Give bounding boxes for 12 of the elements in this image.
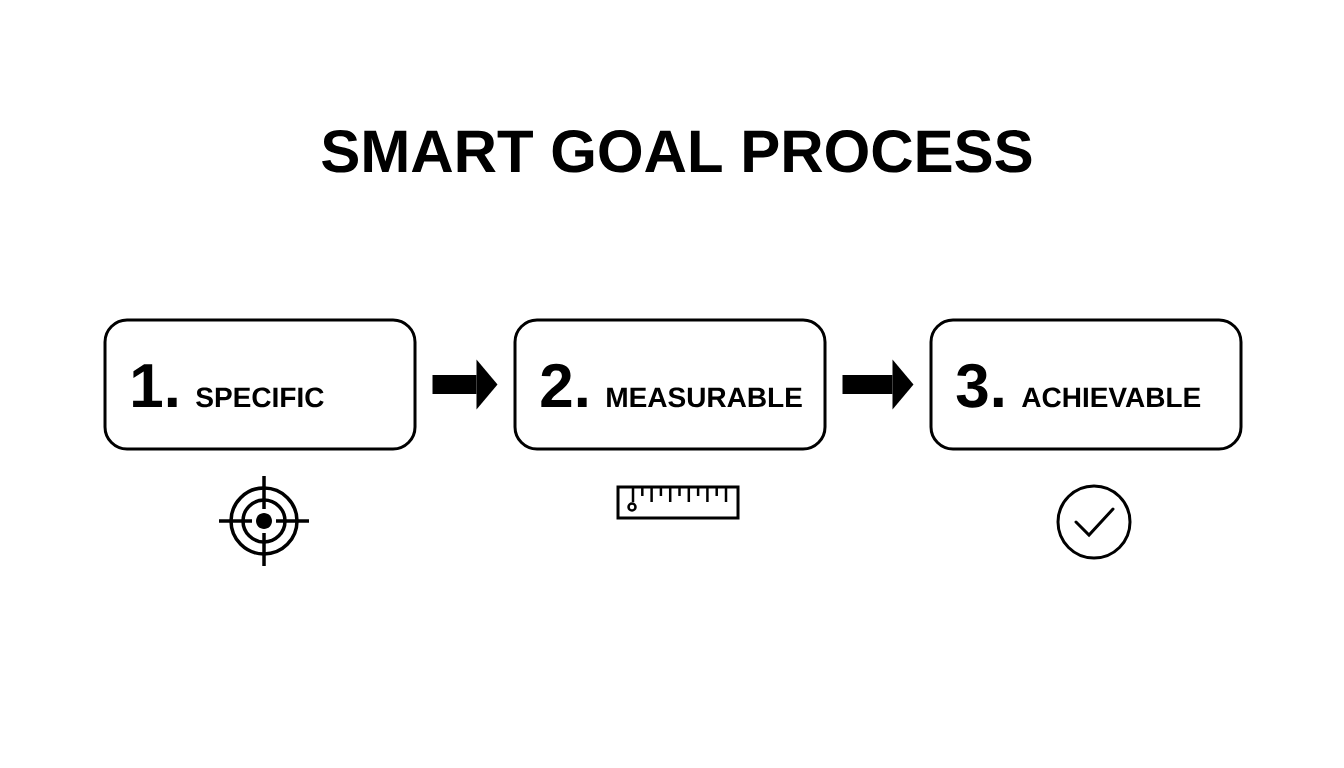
title: SMART GOAL PROCESS (322, 130, 1032, 173)
step-label: ACHIEVABLE (1022, 387, 1201, 408)
arrow (432, 359, 498, 410)
step-number: 1. (133, 364, 177, 407)
process-box (103, 318, 417, 451)
step-number: 2. (541, 363, 587, 407)
step-label: SPECIFIC (196, 387, 324, 408)
process-box (929, 318, 1243, 451)
arrow (842, 359, 914, 410)
step-number: 3. (956, 363, 1003, 408)
process-box (513, 318, 827, 451)
step-label: MEASURABLE (607, 387, 802, 408)
